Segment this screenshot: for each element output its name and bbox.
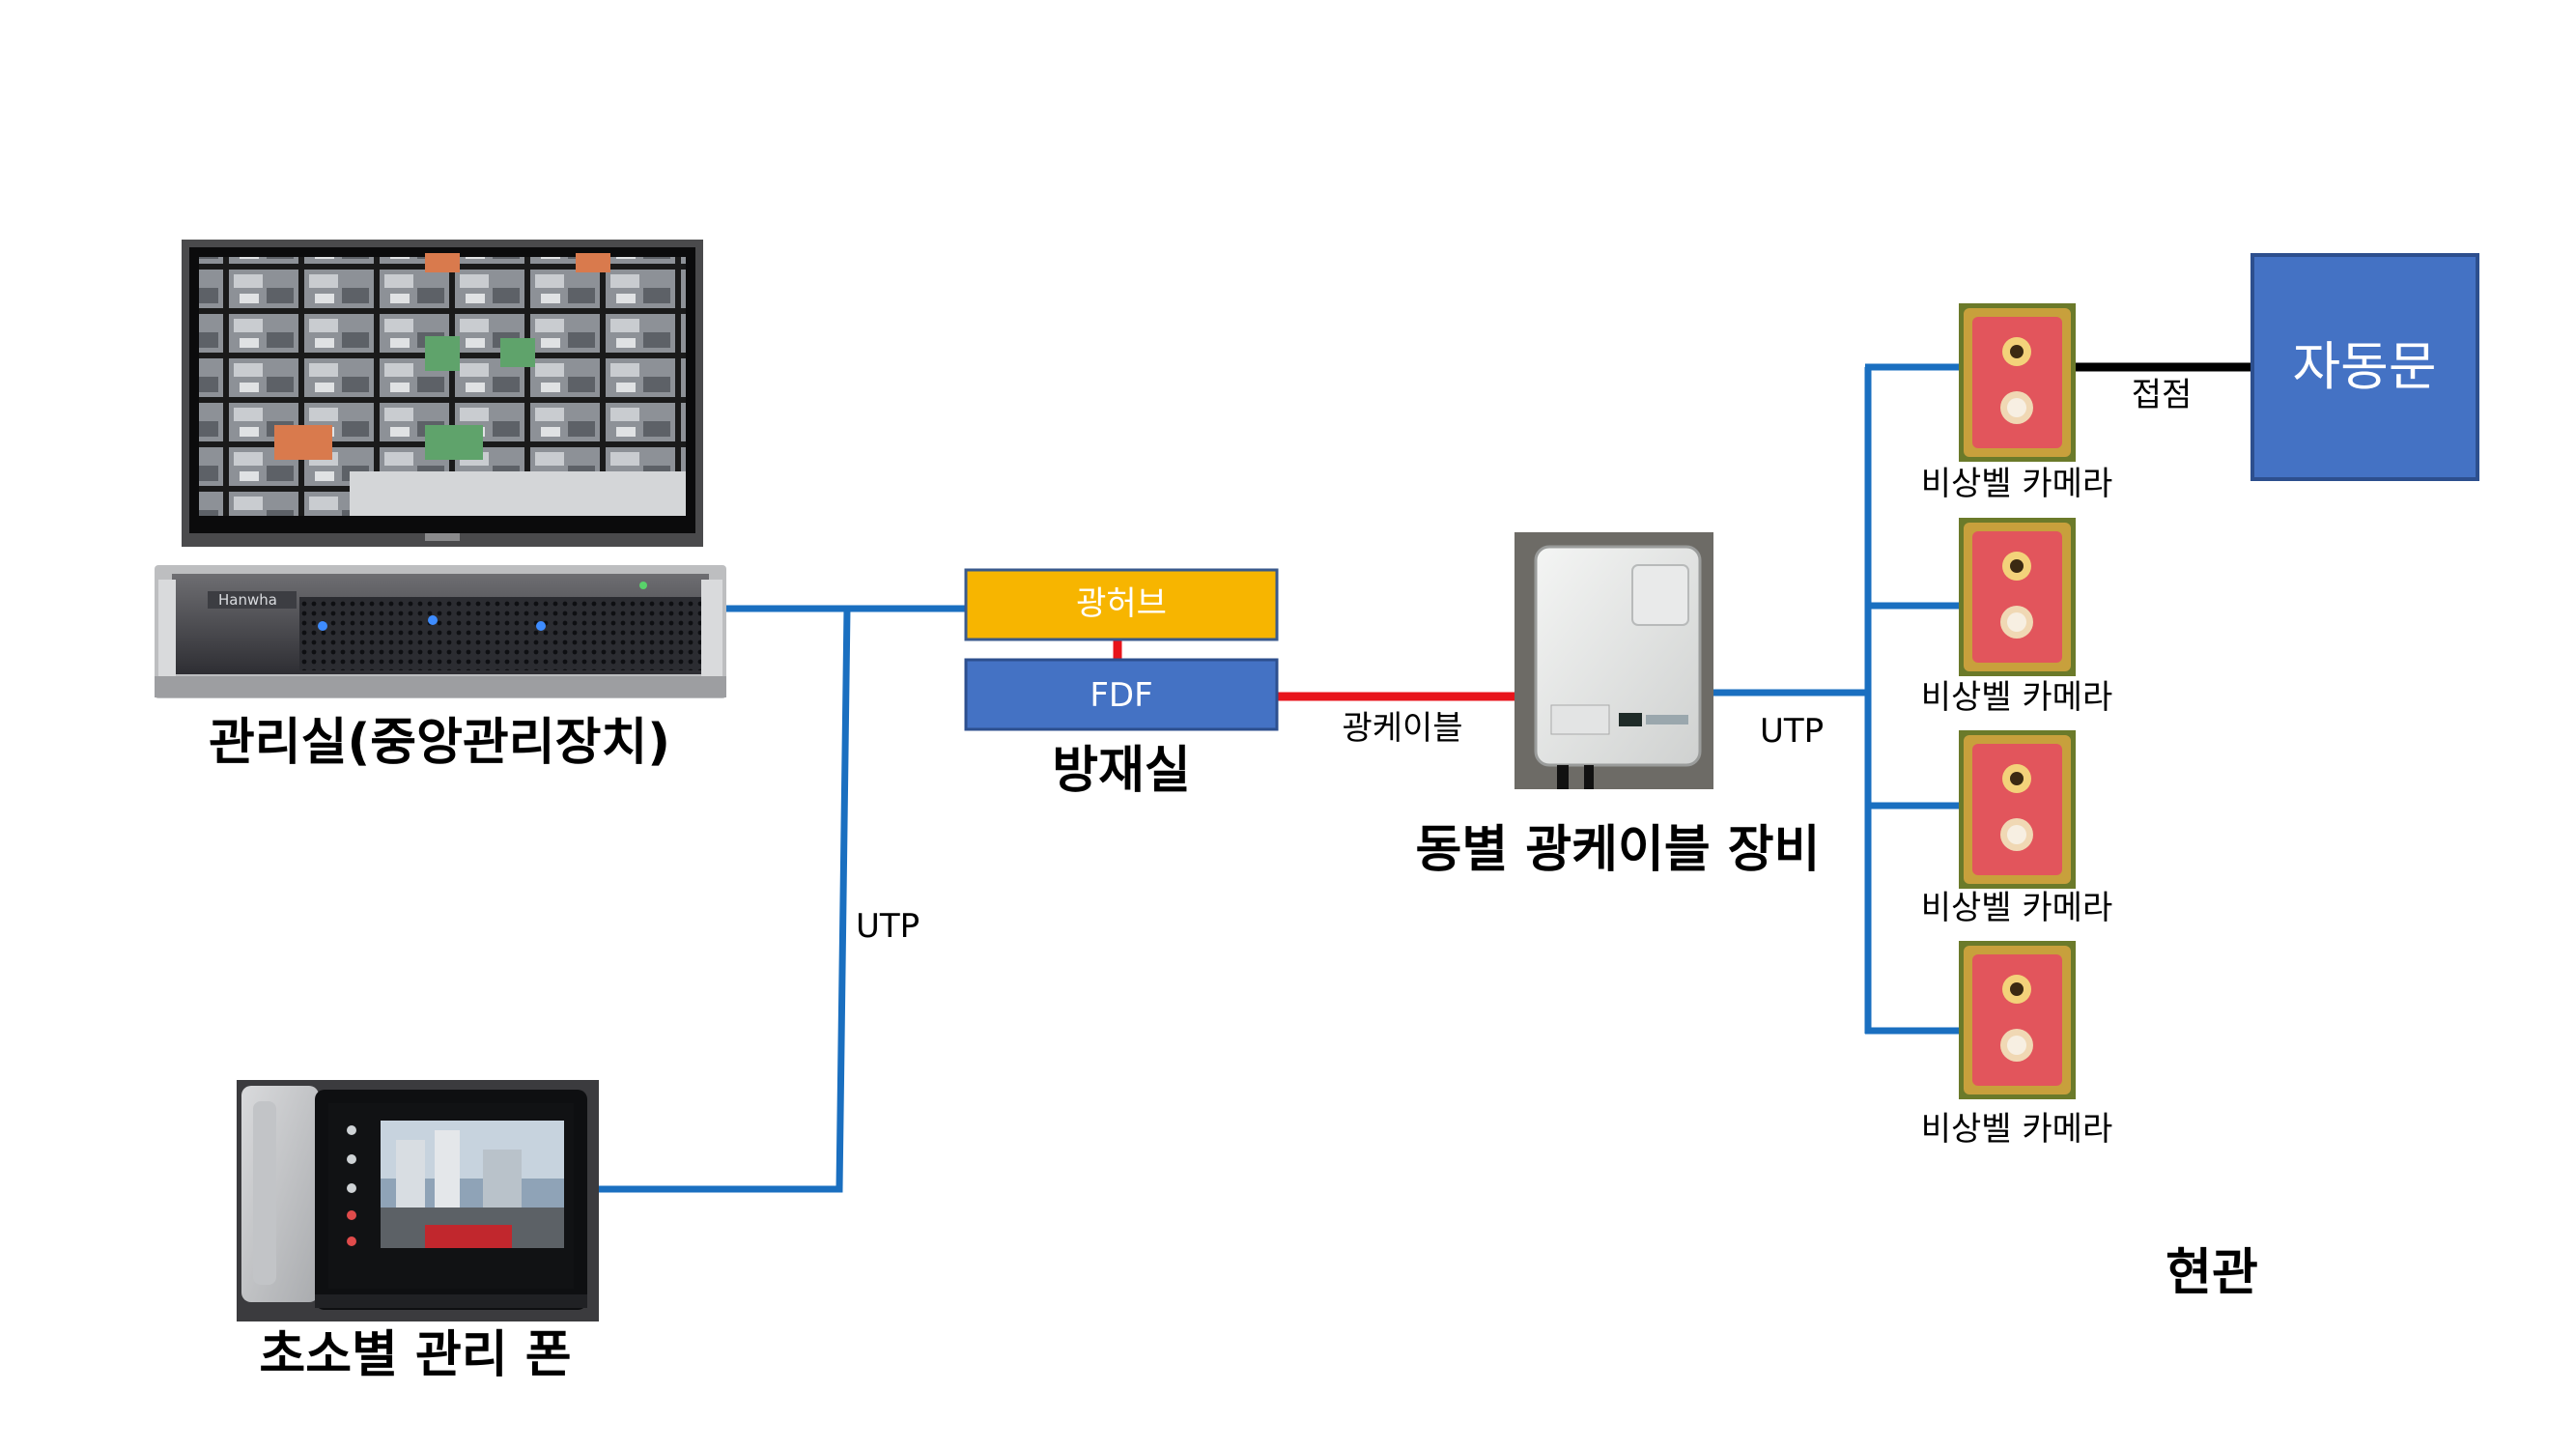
utp-line-trunk-to-phone (599, 608, 851, 1193)
nvr-server-icon: Hanwha (155, 565, 726, 698)
emergency-bell-camera-icon (1959, 730, 2076, 889)
control-room-label: 관리실(중앙관리장치) (209, 714, 670, 772)
automatic-door-box (2250, 253, 2479, 481)
emergency-bell-camera-4: 비상벨 카메라 (1921, 941, 2113, 1149)
camera-label: 비상벨 카메라 (1921, 889, 2113, 927)
fiber-optic-enclosure-icon (1514, 532, 1713, 789)
cctv-monitor-icon (182, 240, 703, 547)
emergency-bell-camera-1: 비상벨 카메라 (1921, 303, 2113, 503)
emergency-bell-camera-icon (1959, 941, 2076, 1099)
camera-label: 비상벨 카메라 (1921, 465, 2113, 503)
camera-label: 비상벨 카메라 (1921, 1110, 2113, 1149)
fdf-label: FDF (1090, 676, 1152, 715)
optical-hub-box (964, 568, 1279, 641)
camera-label: 비상벨 카메라 (1921, 678, 2113, 717)
entrance-label: 현관 (2166, 1244, 2258, 1302)
emergency-bell-camera-2: 비상벨 카메라 (1921, 518, 2113, 717)
disaster-room-label: 방재실 (1052, 742, 1191, 800)
emergency-bell-camera-icon (1959, 518, 2076, 676)
utp-label-right: UTP (1760, 712, 1824, 751)
nvr-brand-text: Hanwha (218, 591, 277, 609)
contact-label: 접점 (2132, 376, 2193, 414)
connection-lines (599, 362, 2252, 1193)
automatic-door-label: 자동문 (2292, 336, 2436, 397)
emergency-bell-camera-icon (1959, 303, 2076, 462)
guard-phone-label: 초소별 관리 폰 (259, 1326, 571, 1384)
emergency-bell-camera-3: 비상벨 카메라 (1921, 730, 2113, 927)
building-unit-label: 동별 광케이블 장비 (1416, 821, 1821, 879)
optical-hub-label: 광허브 (1076, 584, 1167, 623)
fiber-cable-label: 광케이블 (1342, 709, 1462, 748)
utp-label-left: UTP (856, 907, 920, 946)
fdf-box (964, 658, 1279, 731)
guard-intercom-phone-icon (237, 1080, 599, 1321)
